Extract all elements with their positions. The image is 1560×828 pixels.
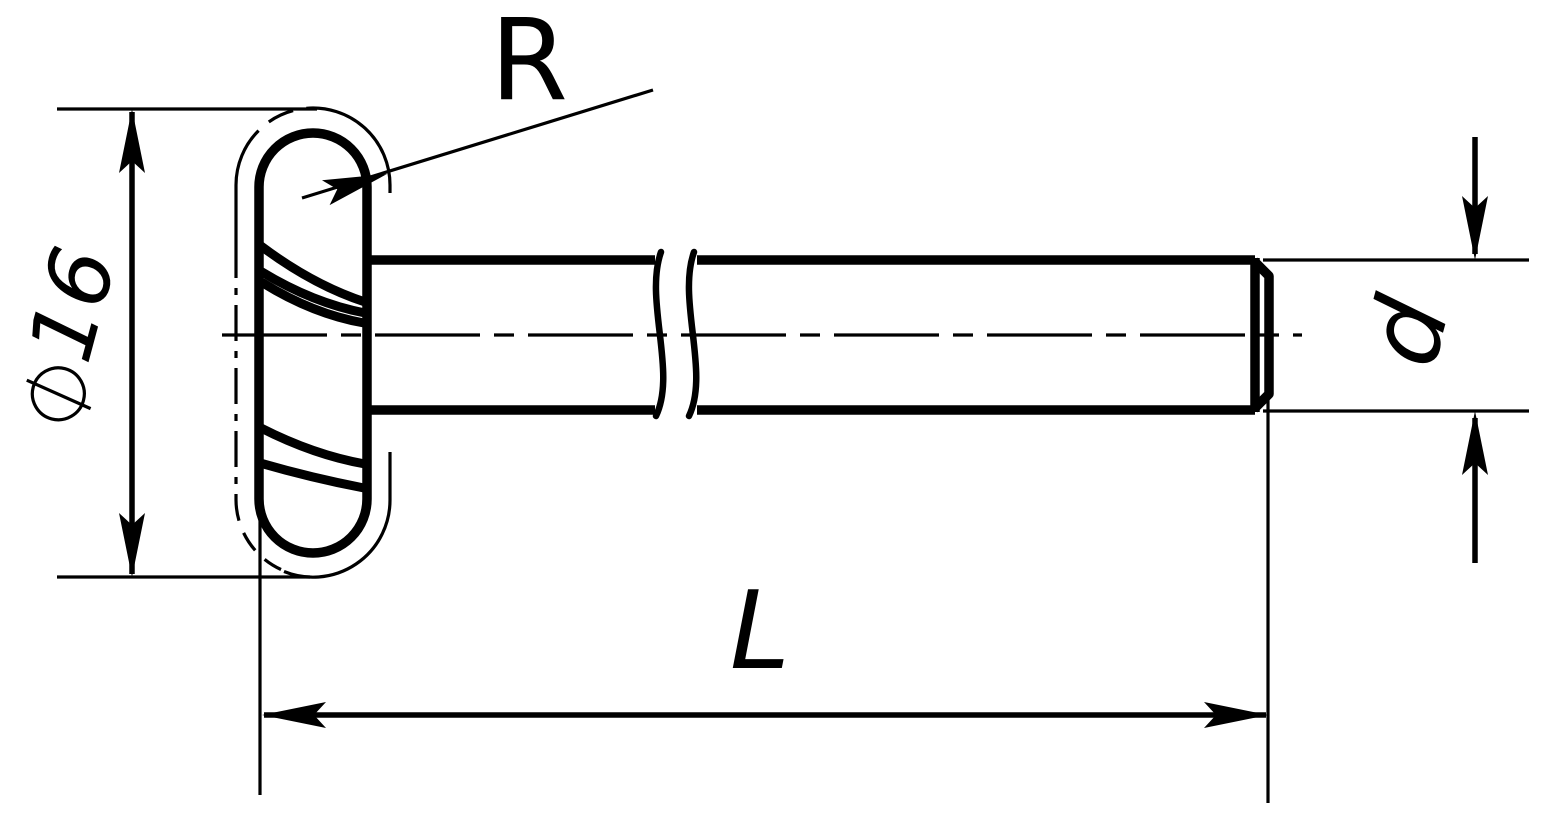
length-label: L: [730, 569, 790, 694]
shank-diameter-label: d: [1343, 286, 1473, 378]
dimension-shank-diameter: d: [1263, 137, 1529, 563]
head-arc-upper-1: [256, 241, 370, 307]
diameter-symbol-slash: [26, 378, 92, 411]
radius-arrow: [321, 174, 387, 206]
length-arrow-right: [1204, 702, 1268, 728]
break-line-left: [652, 248, 667, 420]
head-arc-lower-1: [256, 423, 370, 469]
dimension-head-diameter: 16: [8, 107, 317, 579]
dimension-overall-length: L: [258, 398, 1270, 803]
radius-label: R: [490, 0, 568, 126]
head-diameter-value: 16: [8, 237, 136, 372]
head-arc-upper-3: [258, 278, 369, 328]
head-main-contour: [254, 128, 372, 558]
diameter-arrow-up: [119, 109, 145, 173]
break-line-right: [685, 248, 700, 420]
shank-outline: [365, 248, 1274, 420]
head-outer-contour-bottom-dash: [234, 499, 282, 571]
shank-end-face: [1250, 257, 1274, 413]
head-diameter-label: 16: [8, 237, 137, 422]
diameter-symbol-icon: [30, 366, 86, 422]
head-arc-upper-2: [257, 267, 370, 318]
dimension-head-radius: R: [301, 0, 654, 206]
diameter-arrow-down: [119, 513, 145, 577]
head-outer-contour-top-left: [234, 129, 260, 242]
head-outer-contour-top-right: [306, 106, 392, 193]
head-arc-lower-2: [255, 458, 369, 493]
length-arrow-left: [262, 702, 326, 728]
head-surface-arcs: [255, 241, 370, 493]
head-outer-contour-top-dash: [267, 109, 294, 124]
shank-arrow-down: [1462, 196, 1488, 260]
shank-arrow-up: [1462, 411, 1488, 475]
shank-diameter-value: d: [1343, 286, 1473, 378]
